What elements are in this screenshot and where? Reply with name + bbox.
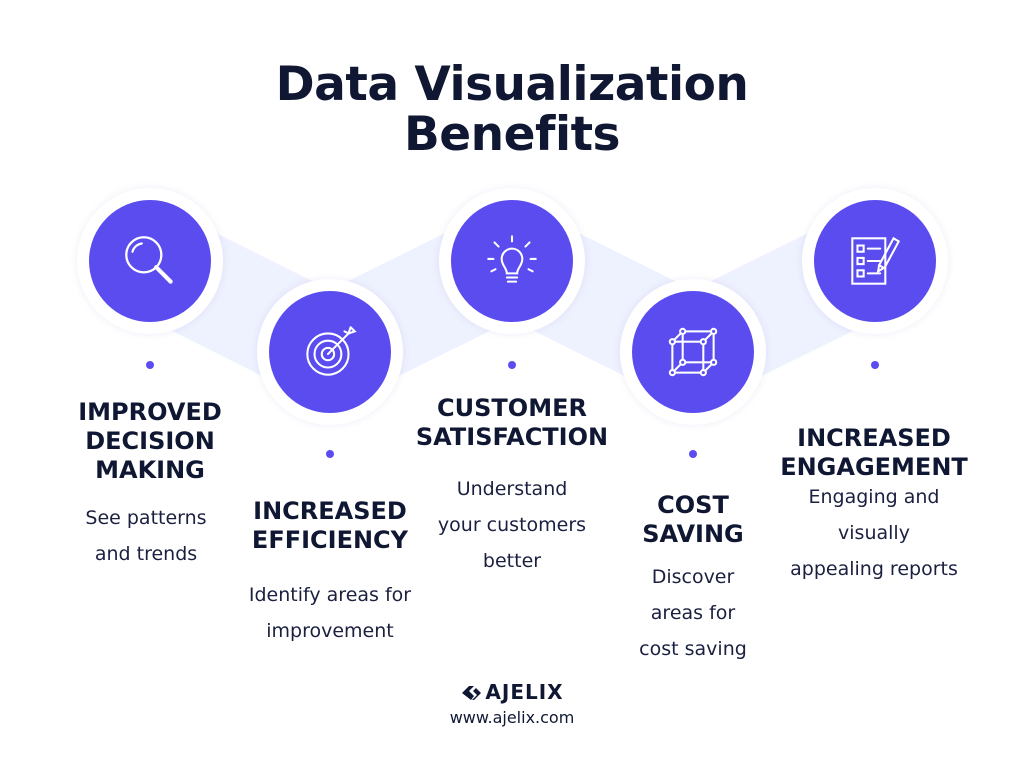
benefit-desc-5: Engaging and visually appealing reports bbox=[790, 486, 958, 580]
target-icon bbox=[306, 326, 357, 376]
cube-icon bbox=[668, 327, 718, 377]
benefit-heading-4: COST SAVING bbox=[642, 491, 744, 548]
benefit-circle-3 bbox=[439, 188, 585, 334]
benefit-desc-3: Understand your customers better bbox=[437, 478, 587, 572]
benefit-heading-5: INCREASED ENGAGEMENT bbox=[780, 424, 968, 481]
timeline-dot-5 bbox=[871, 361, 879, 369]
benefit-desc-4: Discover areas for cost saving bbox=[639, 566, 747, 660]
benefit-heading-1: IMPROVED DECISION MAKING bbox=[78, 398, 222, 484]
website-url: www.ajelix.com bbox=[449, 708, 575, 727]
title-line-2: Benefits bbox=[403, 107, 621, 162]
benefit-heading-2: INCREASED EFFICIENCY bbox=[251, 497, 409, 554]
ajelix-logo-icon bbox=[462, 686, 482, 700]
benefit-circle-4 bbox=[620, 279, 766, 425]
timeline-dot-2 bbox=[326, 450, 334, 458]
benefit-heading-3: CUSTOMER SATISFACTION bbox=[415, 394, 609, 451]
benefit-circle-2 bbox=[257, 279, 403, 425]
brand-logo: AJELIX bbox=[0, 680, 1024, 704]
benefit-circle-1 bbox=[77, 188, 223, 334]
benefit-circle-5 bbox=[802, 188, 948, 334]
lightbulb-icon bbox=[487, 235, 537, 283]
page-title: Data Visualization Benefits bbox=[0, 60, 1024, 160]
timeline-dot-4 bbox=[689, 450, 697, 458]
logo-text: AJELIX bbox=[485, 680, 564, 704]
timeline-dot-1 bbox=[146, 361, 154, 369]
benefit-desc-2: Identify areas for improvement bbox=[248, 584, 412, 642]
checklist-icon bbox=[851, 236, 901, 285]
benefit-desc-1: See patterns and trends bbox=[85, 507, 207, 565]
title-line-1: Data Visualization bbox=[275, 57, 749, 112]
magnifier-icon bbox=[125, 236, 173, 284]
timeline-dot-3 bbox=[508, 361, 516, 369]
